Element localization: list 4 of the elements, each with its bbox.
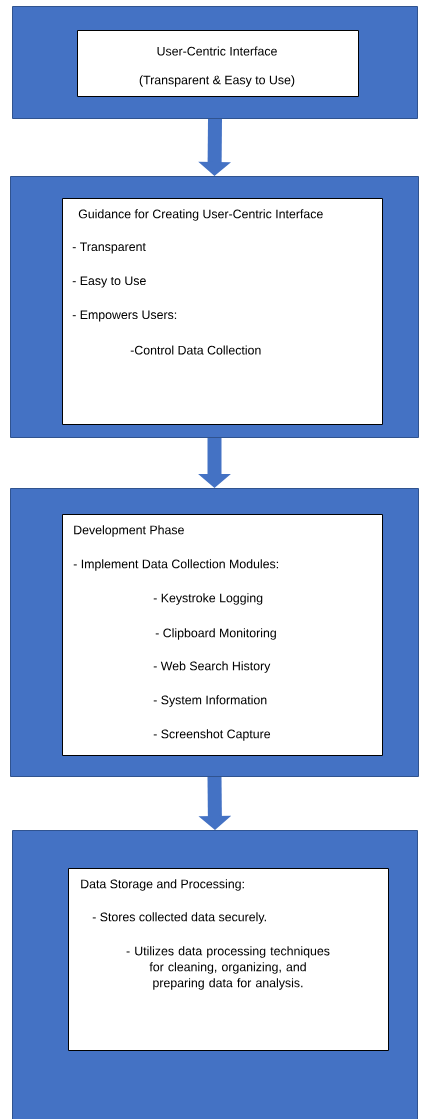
text-box: Data Storage and Processing: - Stores collected data securely. - Utilizes data processing techniques for cleaning, organizing, and preparing data for analysis. <box>68 868 389 1051</box>
text-box: Development Phase - Implement Data Collection Modules: - Keystroke Logging - Clipboard Monitoring - Web Search History - System Information - Screenshot Capture <box>62 514 383 756</box>
text-box: User-Centric Interface (Transparent & Easy to Use) <box>77 30 359 97</box>
text-box: Guidance for Creating User-Centric Interface - Transparent - Easy to Use - Empowers Users: -Control Data Collection <box>62 198 383 425</box>
